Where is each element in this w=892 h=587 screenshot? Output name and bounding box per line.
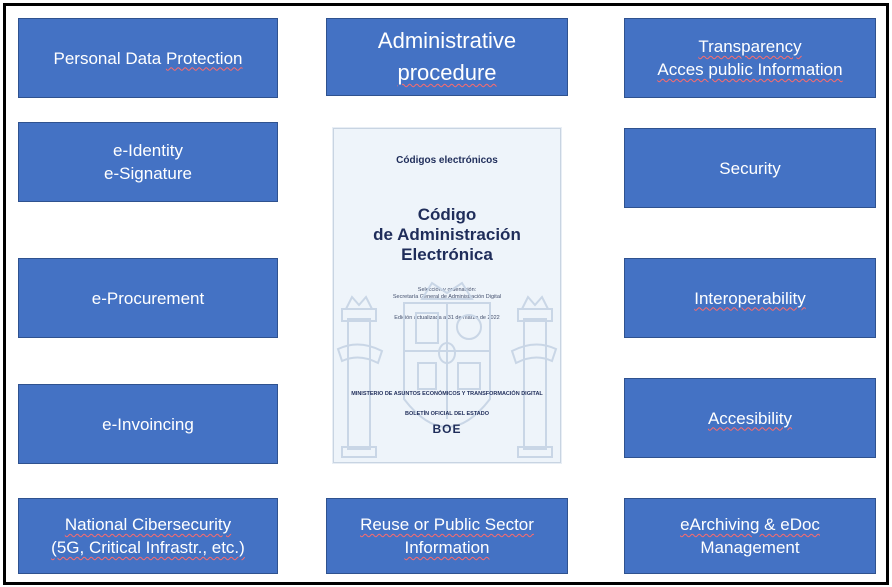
- coat-of-arms-watermark: [336, 281, 558, 458]
- tile-label-line: (5G, Critical Infrastr., etc.): [51, 538, 245, 557]
- tile-label: e-Procurement: [91, 288, 205, 308]
- tile-label-line: National Cibersecurity: [64, 515, 232, 534]
- tile-transparency[interactable]: Transparency Acces public Information: [624, 18, 876, 98]
- tile-interoperability[interactable]: Interoperability: [624, 258, 876, 338]
- tile-label-part: Protection: [165, 48, 243, 68]
- tile-accesibility[interactable]: Accesibility: [624, 378, 876, 458]
- tile-label-line: Management: [700, 538, 800, 557]
- tile-label: Security: [719, 158, 781, 178]
- tile-label-line: Reuse or Public Sector: [360, 515, 534, 534]
- book-cover: Códigos electrónicos Código de Administr…: [333, 128, 561, 463]
- book-title-line: de Administración: [373, 225, 521, 244]
- book-series: Códigos electrónicos: [396, 155, 498, 166]
- tile-personal-data-protection[interactable]: Personal Data Protection: [18, 18, 278, 98]
- book-title-line: Código: [417, 205, 477, 224]
- tile-label-line: e-Signature: [104, 164, 192, 183]
- tile-label: Accesibility: [707, 408, 793, 428]
- tile-label: Interoperability: [694, 288, 806, 308]
- tile-label-part: Personal Data: [53, 48, 166, 68]
- book-selection: Selección y ordenación:: [417, 287, 477, 293]
- tile-label-line: eArchiving & eDoc: [680, 515, 820, 534]
- tile-label-line: Acces public Information: [657, 60, 843, 79]
- tile-label: Personal Data Protection: [54, 47, 243, 70]
- tile-label-line: Transparency: [698, 37, 802, 56]
- tile-earchiving-edoc-management[interactable]: eArchiving & eDoc Management: [624, 498, 876, 574]
- book-boe-label: BOLETÍN OFICIAL DEL ESTADO: [404, 411, 490, 417]
- boe-logo: BOE: [432, 422, 462, 436]
- tile-label-line: Administrative: [377, 28, 517, 53]
- tile-national-cibersecurity[interactable]: National Cibersecurity (5G, Critical Inf…: [18, 498, 278, 574]
- book-ministry: MINISTERIO DE ASUNTOS ECONÓMICOS Y TRANS…: [351, 391, 543, 397]
- tile-label-line: procedure: [397, 60, 497, 85]
- tile-einvoicing[interactable]: e-Invoincing: [18, 384, 278, 464]
- book-secretaria: Secretaría General de Administración Dig…: [392, 294, 502, 300]
- tile-label-line: Information: [404, 538, 490, 557]
- book-title: Código de Administración Electrónica: [334, 205, 560, 265]
- tile-eprocurement[interactable]: e-Procurement: [18, 258, 278, 338]
- book-title-line: Electrónica: [401, 245, 493, 264]
- tile-eidentity-esignature[interactable]: e-Identity e-Signature: [18, 122, 278, 202]
- tile-reuse-public-sector-information[interactable]: Reuse or Public Sector Information: [326, 498, 568, 574]
- tile-label: e-Invoincing: [102, 414, 194, 434]
- tile-administrative-procedure[interactable]: Administrative procedure: [326, 18, 568, 96]
- tile-security[interactable]: Security: [624, 128, 876, 208]
- tile-label-line: e-Identity: [113, 141, 183, 160]
